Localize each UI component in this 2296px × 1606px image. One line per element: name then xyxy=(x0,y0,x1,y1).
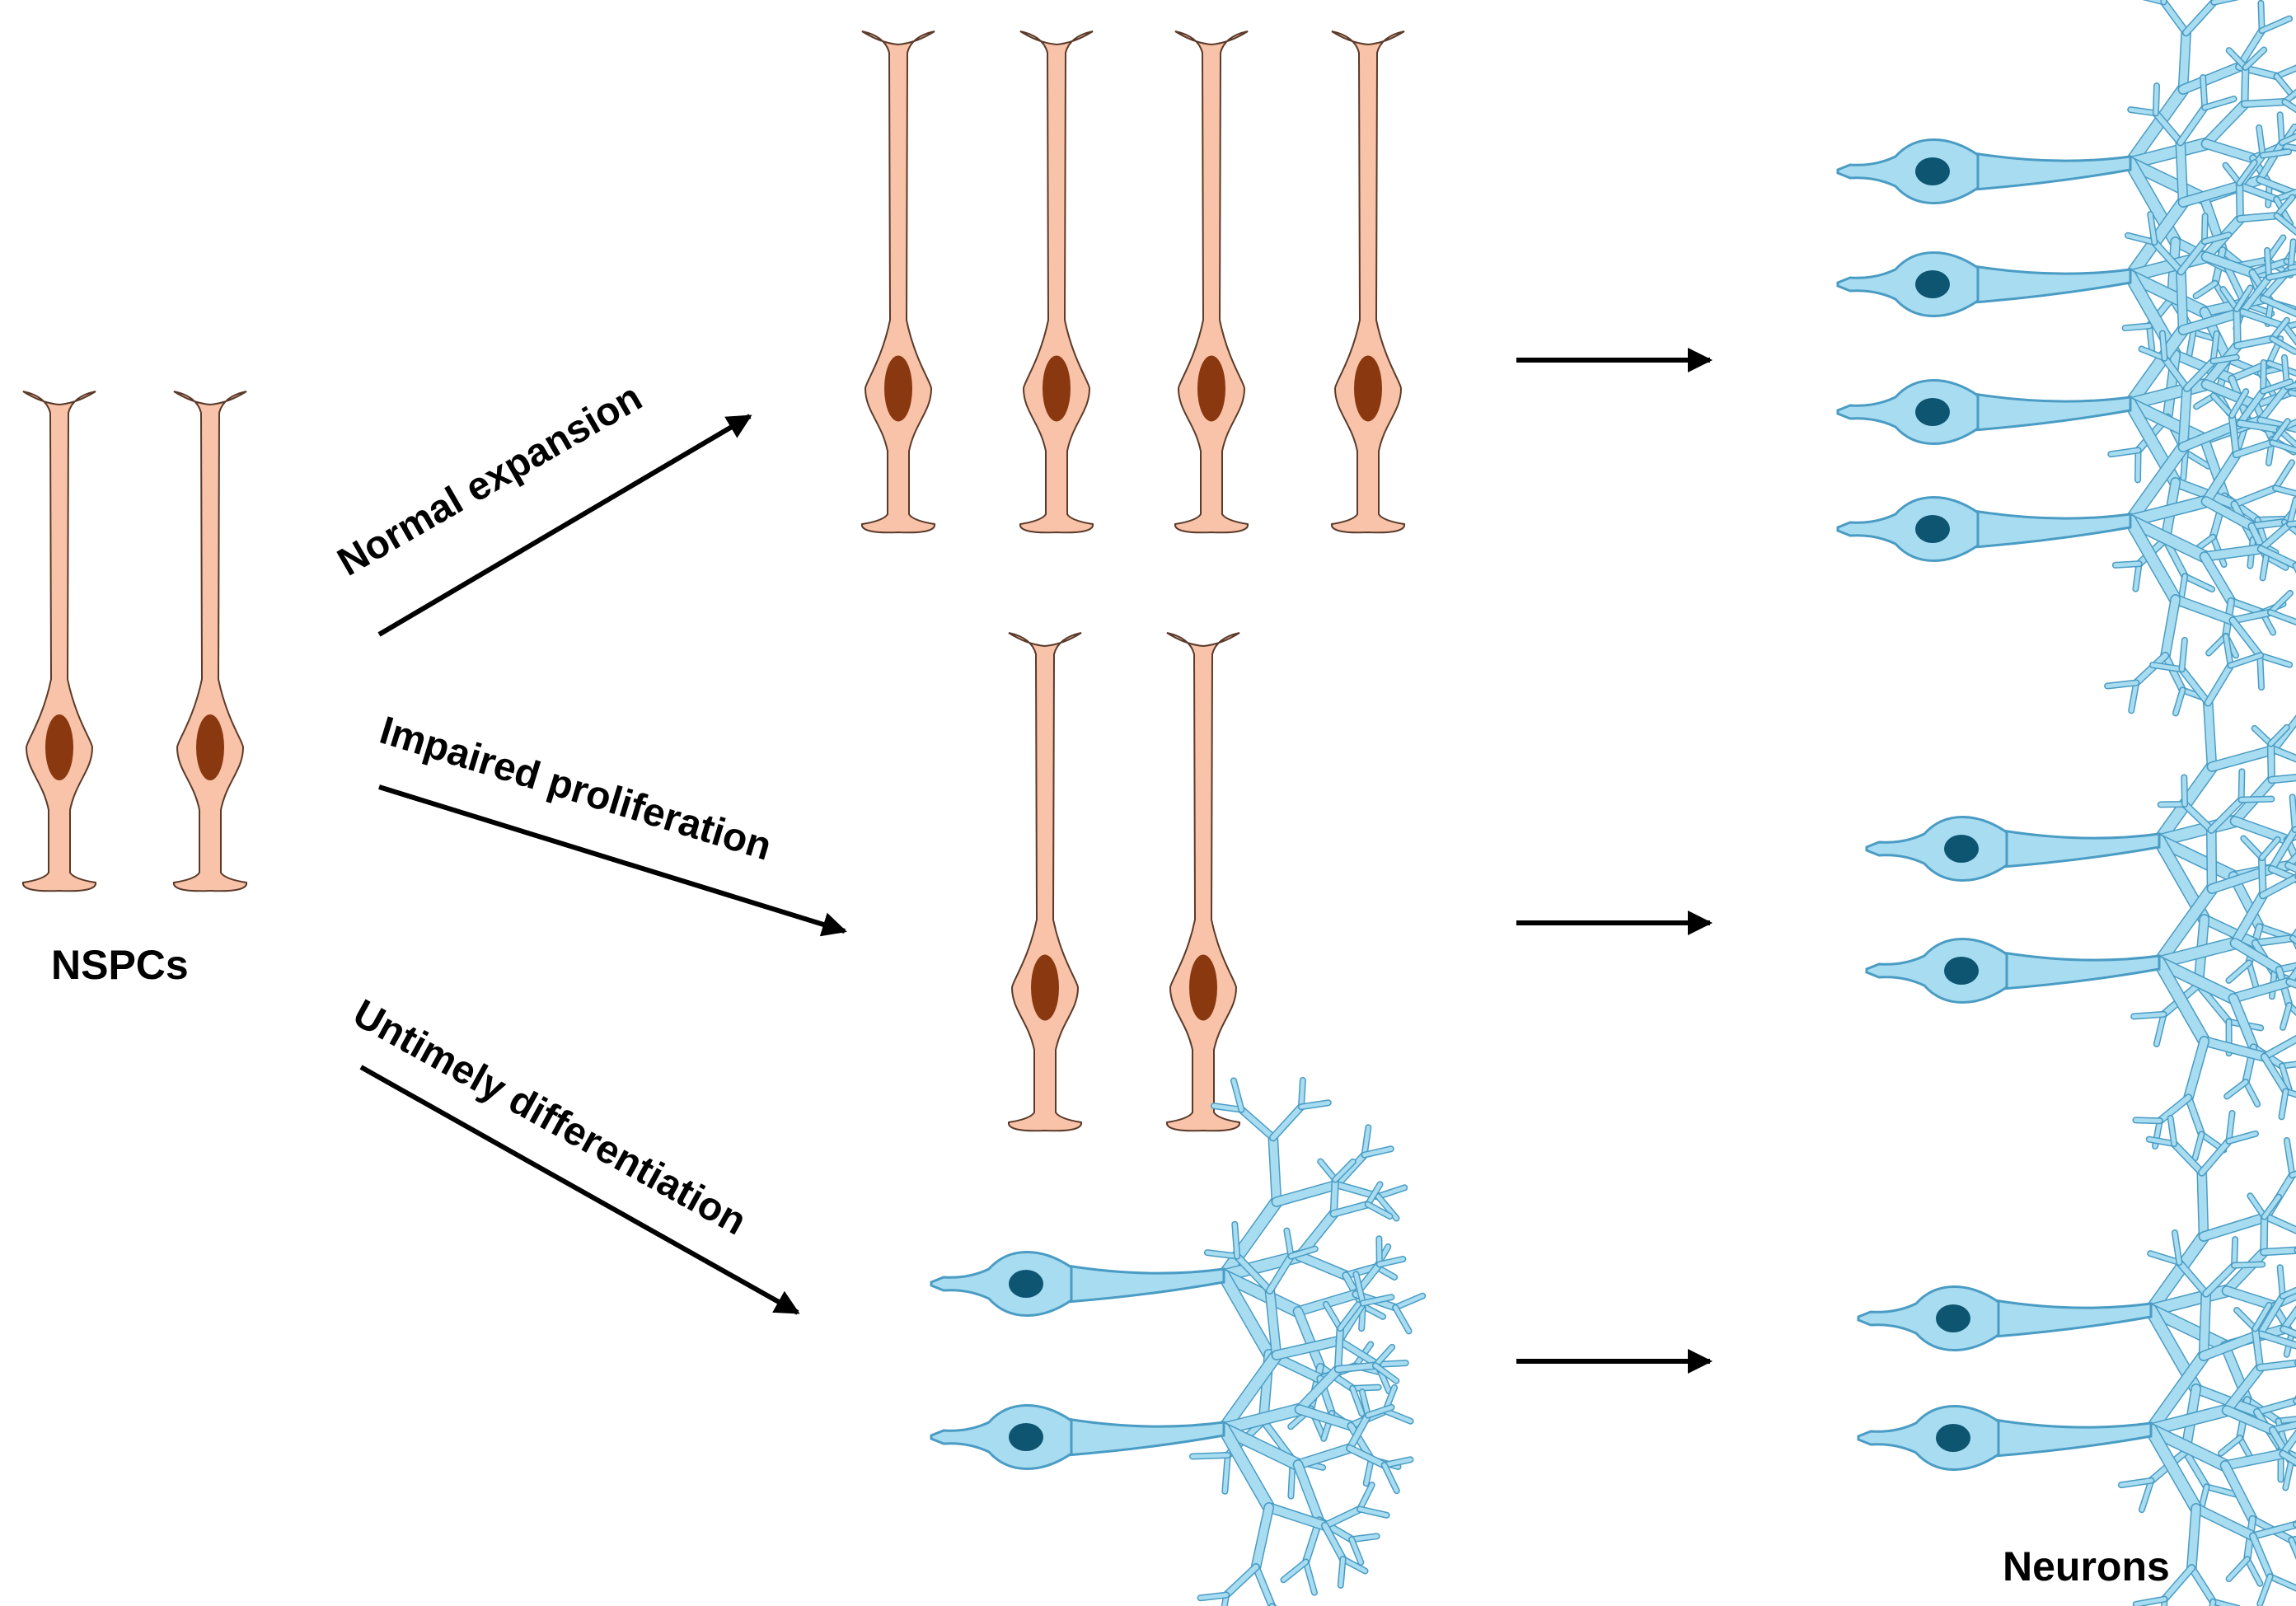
neuron-soma xyxy=(1836,496,1980,562)
untimely-differentiation-arrow xyxy=(359,1065,800,1315)
neuron-nucleus xyxy=(1915,157,1950,185)
neuron-cell xyxy=(930,1076,1427,1500)
neuron-nucleus xyxy=(1944,835,1979,863)
neuron-cell xyxy=(1836,330,2296,717)
neuron-nucleus xyxy=(1009,1423,1043,1451)
neuron-nucleus xyxy=(1944,957,1979,985)
untimely-differentiation-label: Untimely differentiation xyxy=(346,991,754,1243)
impaired-outcome-neurons xyxy=(1865,633,2296,1162)
neuron-cell xyxy=(1857,1229,2296,1606)
neuron-nucleus xyxy=(1915,398,1950,426)
neuron-soma xyxy=(1857,1285,2000,1351)
impaired-proliferation-nspcs xyxy=(1008,632,1240,1132)
progenitor-nucleus xyxy=(1354,355,1382,422)
neuron-dendrites xyxy=(2132,1229,2296,1606)
neuron-soma xyxy=(930,1404,1073,1470)
neuron-soma xyxy=(1865,816,2008,882)
starting-nspcs xyxy=(22,391,247,892)
neuron-nucleus xyxy=(1936,1304,1970,1332)
progenitor-body xyxy=(22,391,96,892)
neuron-dendrites xyxy=(2104,330,2296,717)
normal-expansion-nspcs xyxy=(861,30,1405,534)
neuron-cell xyxy=(930,1220,1414,1606)
progenitor-body xyxy=(1019,30,1094,534)
neuron-soma xyxy=(1857,1405,2000,1471)
progenitor-body xyxy=(1166,632,1240,1132)
untimely-outcome-neurons xyxy=(1857,1109,2296,1606)
progenitor-cell xyxy=(1166,632,1240,1132)
progenitor-nucleus xyxy=(1031,954,1059,1021)
neuron-dendrites xyxy=(1197,1220,1414,1606)
progenitor-cell xyxy=(173,391,247,892)
neuron-nucleus xyxy=(1936,1424,1970,1452)
progenitor-nucleus xyxy=(45,714,73,780)
neuron-soma xyxy=(930,1251,1073,1317)
progenitor-body xyxy=(173,391,247,892)
progenitor-body xyxy=(1331,30,1405,534)
neuron-soma xyxy=(1836,138,1980,204)
progenitor-nucleus xyxy=(1189,954,1217,1021)
impaired-proliferation-arrow xyxy=(378,784,847,937)
untimely-differentiation-neurons xyxy=(930,1076,1427,1606)
progenitor-body xyxy=(1174,30,1249,534)
progenitor-body xyxy=(1008,632,1082,1132)
neuron-soma xyxy=(1836,379,1980,445)
progenitor-body xyxy=(861,30,935,534)
neuron-dendrites xyxy=(2121,0,2296,362)
normal-outcome-neurons xyxy=(1836,0,2296,717)
normal-expansion-label: Normal expansion xyxy=(330,376,649,585)
progenitor-cell xyxy=(1019,30,1094,534)
progenitor-nucleus xyxy=(1197,355,1225,422)
progenitor-cell xyxy=(1174,30,1249,534)
neuron-dendrites xyxy=(1188,1076,1427,1500)
neuron-dendrites xyxy=(2132,768,2296,1162)
progenitor-cell xyxy=(1008,632,1082,1132)
progenitor-nucleus xyxy=(1043,355,1071,422)
impaired-proliferation-label: Impaired proliferation xyxy=(375,709,776,869)
neuron-soma xyxy=(1865,938,2008,1004)
progenitor-nucleus xyxy=(196,714,224,780)
neuron-nucleus xyxy=(1009,1270,1043,1298)
neurons-label: Neurons xyxy=(2003,1543,2170,1590)
progenitor-nucleus xyxy=(884,355,912,422)
progenitor-cell xyxy=(22,391,96,892)
neuron-nucleus xyxy=(1915,515,1950,543)
progenitor-cell xyxy=(1331,30,1405,534)
neuron-cell xyxy=(1836,211,2296,607)
normal-expansion-arrow xyxy=(377,414,752,637)
neuron-nucleus xyxy=(1915,270,1950,298)
neuron-cell xyxy=(1836,0,2296,362)
neuron-soma xyxy=(1836,251,1980,317)
neuron-cell xyxy=(1865,768,2296,1162)
nspcs-label: NSPCs xyxy=(51,942,189,988)
progenitor-cell xyxy=(861,30,935,534)
